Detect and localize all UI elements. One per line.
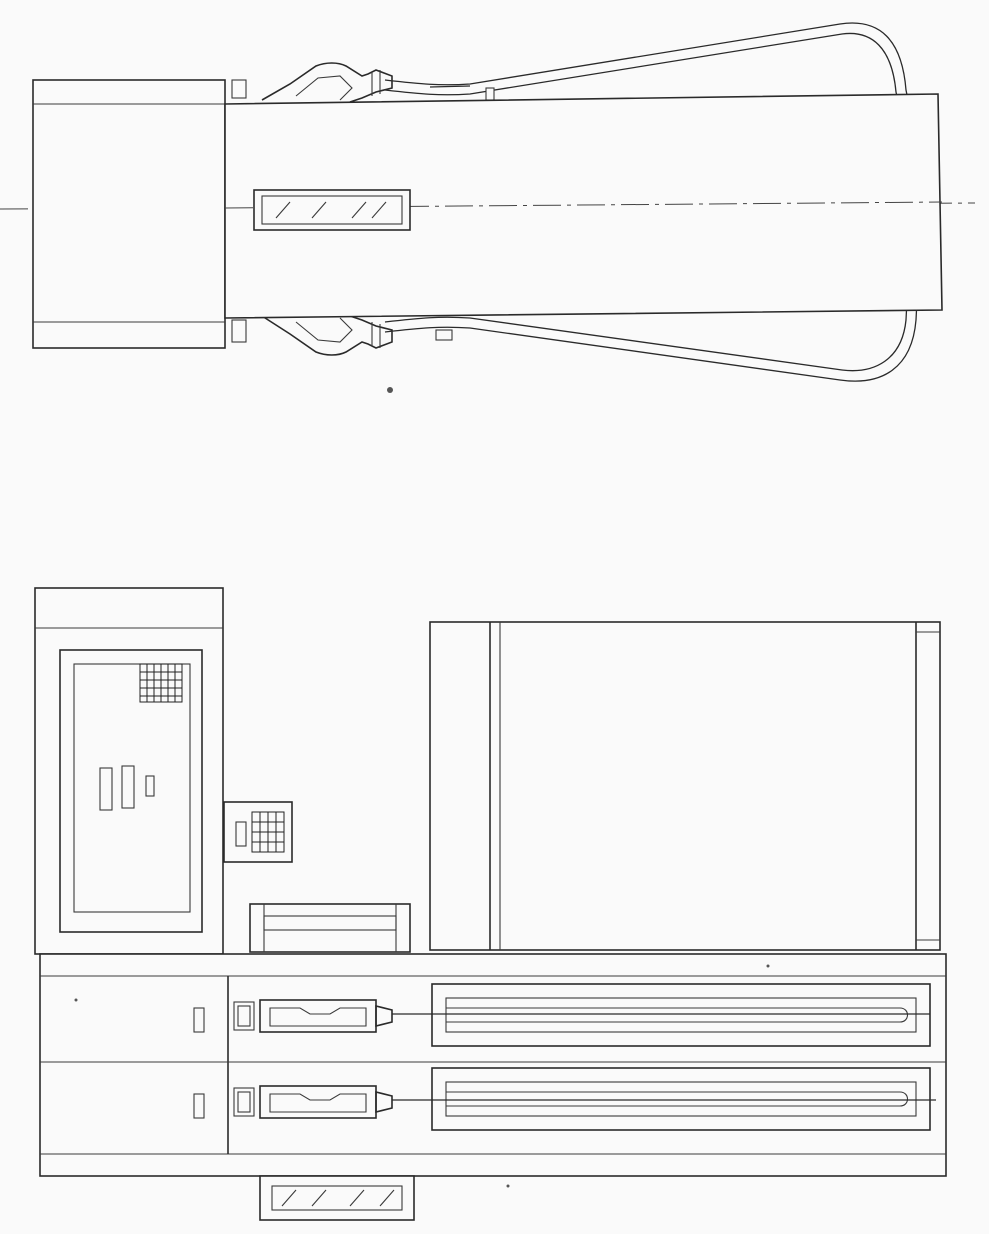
base-foot	[259, 1175, 415, 1221]
lower-hose	[384, 299, 918, 382]
display-panel	[59, 649, 203, 933]
nozzle-holder	[249, 903, 411, 953]
upper-hose	[384, 22, 911, 111]
side-panel	[429, 621, 941, 951]
electronics-cabinet	[34, 587, 224, 955]
front-view	[34, 587, 947, 1221]
display-grid	[139, 663, 183, 703]
lower-nozzle	[231, 315, 453, 356]
keypad	[223, 801, 293, 863]
upper-nozzle	[231, 62, 495, 103]
hose-channel-upper	[431, 983, 931, 1047]
header-box	[32, 79, 226, 349]
hose-channel-lower	[431, 1067, 931, 1131]
top-view	[0, 22, 976, 393]
base-body	[39, 953, 947, 1177]
pump-housing	[224, 93, 943, 319]
front-lower-nozzle	[233, 1085, 936, 1119]
display-window	[253, 189, 411, 231]
front-upper-nozzle	[233, 999, 930, 1033]
